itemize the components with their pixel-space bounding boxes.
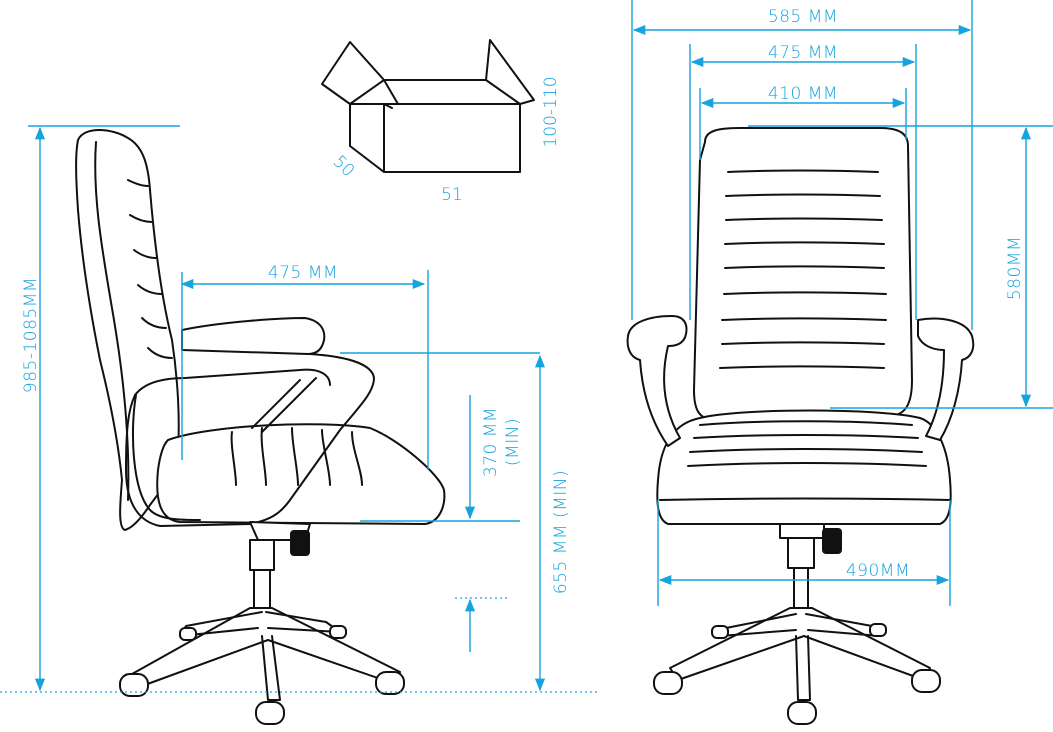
- seat-width-label: 490MM: [846, 561, 910, 581]
- box-height-label: 100-110: [541, 76, 561, 147]
- front-gas-lift-top: [787, 537, 815, 569]
- back-height-label: 580MM: [1005, 236, 1025, 300]
- back-inner-width-label: 410 MM: [768, 84, 838, 104]
- side-backrest-rib: [129, 214, 153, 223]
- side-armrest-brace: [261, 377, 317, 433]
- side-backrest-rib: [127, 179, 149, 187]
- front-backrest-rib: [725, 217, 883, 221]
- side-wheel: [375, 671, 405, 695]
- box-edge: [383, 103, 393, 109]
- side-seat: [156, 423, 446, 525]
- front-backrest-rib: [719, 365, 885, 369]
- front-lever: [822, 528, 842, 554]
- front-wheel: [911, 669, 941, 693]
- side-backrest-rib: [133, 249, 157, 259]
- side-backrest: [75, 129, 180, 531]
- side-armrest-pad: [181, 317, 326, 355]
- front-backrest-rib: [724, 241, 885, 245]
- seat-height-label: 655 MM (MIN): [551, 470, 571, 594]
- side-wheel: [329, 625, 347, 639]
- front-gas-lift: [793, 567, 809, 611]
- side-seat-seam: [291, 427, 299, 486]
- box-flap-left: [321, 41, 385, 105]
- side-wheel: [119, 673, 149, 697]
- box-left-face: [349, 103, 385, 173]
- front-seat: [656, 409, 952, 525]
- side-armrest-inner: [131, 394, 201, 521]
- side-seat-seam: [351, 431, 363, 486]
- box-front-face: [383, 103, 521, 173]
- front-seat-rib: [699, 420, 913, 426]
- package-box: 51 50 100-110: [321, 39, 561, 205]
- overall-width-label: 585 MM: [768, 7, 838, 27]
- front-backrest-rib: [721, 341, 885, 345]
- side-view-dimensions: 985-1085MM 475 MM 370 MM (MIN) 655 MM (M…: [0, 125, 600, 693]
- side-wheel: [255, 701, 285, 725]
- front-backrest-rib: [724, 265, 885, 269]
- side-armrest-frame: [125, 353, 375, 527]
- side-armrest-brace: [251, 379, 301, 429]
- side-backrest-rib: [147, 347, 173, 359]
- side-view-chair: [75, 129, 446, 725]
- front-left-armrest: [626, 315, 688, 447]
- front-backrest-rib: [727, 169, 879, 173]
- box-depth-label: 50: [329, 152, 358, 181]
- side-gas-lift: [253, 569, 271, 611]
- front-backrest-rib: [723, 291, 887, 295]
- arm-height-label: 370 MM: [481, 407, 501, 477]
- front-wheel: [711, 625, 729, 639]
- box-length-label: 51: [441, 185, 463, 205]
- front-base-leg: [795, 635, 811, 701]
- box-flap-right: [485, 39, 535, 105]
- front-backrest-rib: [725, 193, 881, 197]
- box-top-edge: [349, 79, 521, 105]
- total-height-label: 985-1085MM: [21, 277, 41, 393]
- front-seat-edge: [659, 497, 951, 501]
- seat-depth-label: 475 MM: [268, 263, 338, 283]
- front-seat-rib: [689, 448, 923, 453]
- front-base: [669, 607, 931, 681]
- front-mechanism: [779, 523, 825, 539]
- side-seat-seam: [230, 431, 237, 486]
- front-right-armrest: [917, 317, 975, 441]
- side-base-leg: [261, 635, 281, 701]
- side-lever: [290, 530, 310, 556]
- side-seat-seam: [321, 429, 331, 486]
- front-wheel: [653, 671, 683, 695]
- side-gas-lift-top: [249, 539, 275, 571]
- side-backrest-rib: [137, 284, 163, 295]
- front-wheel: [787, 701, 817, 725]
- front-backrest: [693, 127, 913, 421]
- arm-height-note: (MIN): [503, 418, 523, 466]
- side-backrest-rib: [141, 317, 167, 329]
- box-flap-crease: [383, 79, 399, 105]
- front-view-dimensions: 585 MM 475 MM 410 MM 580MM 490MM: [631, 0, 1053, 606]
- back-outer-width-label: 475 MM: [768, 43, 838, 63]
- front-backrest-rib: [721, 317, 887, 321]
- front-wheel: [869, 623, 887, 637]
- front-view-chair: [626, 127, 975, 725]
- front-seat-rib: [687, 462, 927, 467]
- side-wheel: [179, 627, 197, 641]
- front-seat-rib: [693, 434, 919, 439]
- side-backrest-seam: [94, 141, 130, 501]
